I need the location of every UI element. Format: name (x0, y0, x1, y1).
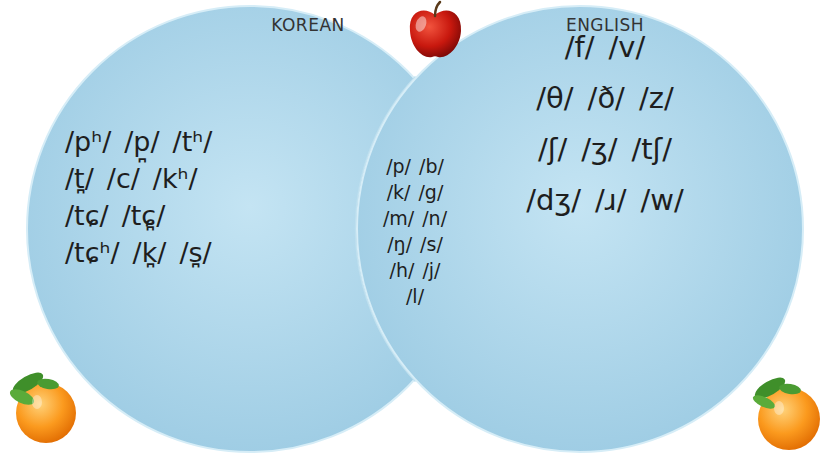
phoneme: /n/ (422, 208, 447, 230)
phoneme: /s̪/ (179, 237, 211, 268)
phoneme: /f/ (565, 31, 595, 64)
phoneme: /θ/ (536, 82, 573, 115)
phoneme: /p̪/ (124, 126, 159, 157)
set-title: KOREAN (271, 16, 345, 36)
phoneme: /h/ (390, 260, 415, 282)
phoneme: /tʃ/ (631, 133, 672, 166)
phoneme-row: /tɕ/ /tɕ̪/ (65, 200, 165, 231)
phoneme: /c/ (107, 163, 140, 194)
phoneme-row: /pʰ/ /p̪/ /tʰ/ (65, 126, 212, 157)
phoneme: /tɕ/ (65, 200, 109, 231)
orange-left (8, 368, 76, 443)
orange-right (751, 373, 820, 450)
phoneme: /t̪/ (65, 163, 94, 194)
phoneme: /ŋ/ (387, 234, 412, 256)
phoneme-row: /ʃ/ /ʒ/ /tʃ/ (538, 133, 672, 166)
phoneme: /b/ (419, 156, 444, 178)
phoneme: /k/ (387, 182, 411, 204)
phoneme: /tʰ/ (173, 126, 213, 157)
phoneme: /m/ (383, 208, 414, 230)
phoneme: /p/ (386, 156, 411, 178)
phoneme: /z/ (639, 82, 674, 115)
phoneme: /ʒ/ (581, 133, 617, 166)
phoneme: /kʰ/ (153, 163, 198, 194)
title-row: KOREAN (271, 16, 345, 36)
phoneme: /k̪/ (133, 237, 167, 268)
phoneme-row: /f/ /v/ (565, 31, 645, 64)
phoneme: /s/ (420, 234, 443, 256)
phoneme-row: /t̪/ /c/ /kʰ/ (65, 163, 198, 194)
phoneme: /ɹ/ (595, 184, 627, 217)
phoneme: /dʒ/ (526, 184, 581, 217)
phoneme: /tɕʰ/ (65, 237, 120, 268)
phoneme: /tɕ̪/ (122, 200, 166, 231)
phoneme-row: /tɕʰ/ /k̪/ /s̪/ (65, 237, 212, 268)
phoneme: /l/ (406, 286, 424, 308)
phoneme: /ð/ (588, 82, 625, 115)
phoneme: /v/ (609, 31, 646, 64)
phoneme: /g/ (418, 182, 443, 204)
phoneme-row: /θ/ /ð/ /z/ (536, 82, 673, 115)
phoneme: /j/ (422, 260, 440, 282)
phoneme: /pʰ/ (65, 126, 111, 157)
phoneme: /ʃ/ (538, 133, 567, 166)
phoneme-row: /l/ (406, 286, 424, 308)
apple (410, 2, 461, 57)
phoneme-row: /dʒ/ /ɹ/ /w/ (526, 184, 684, 217)
phoneme: /w/ (641, 184, 684, 217)
